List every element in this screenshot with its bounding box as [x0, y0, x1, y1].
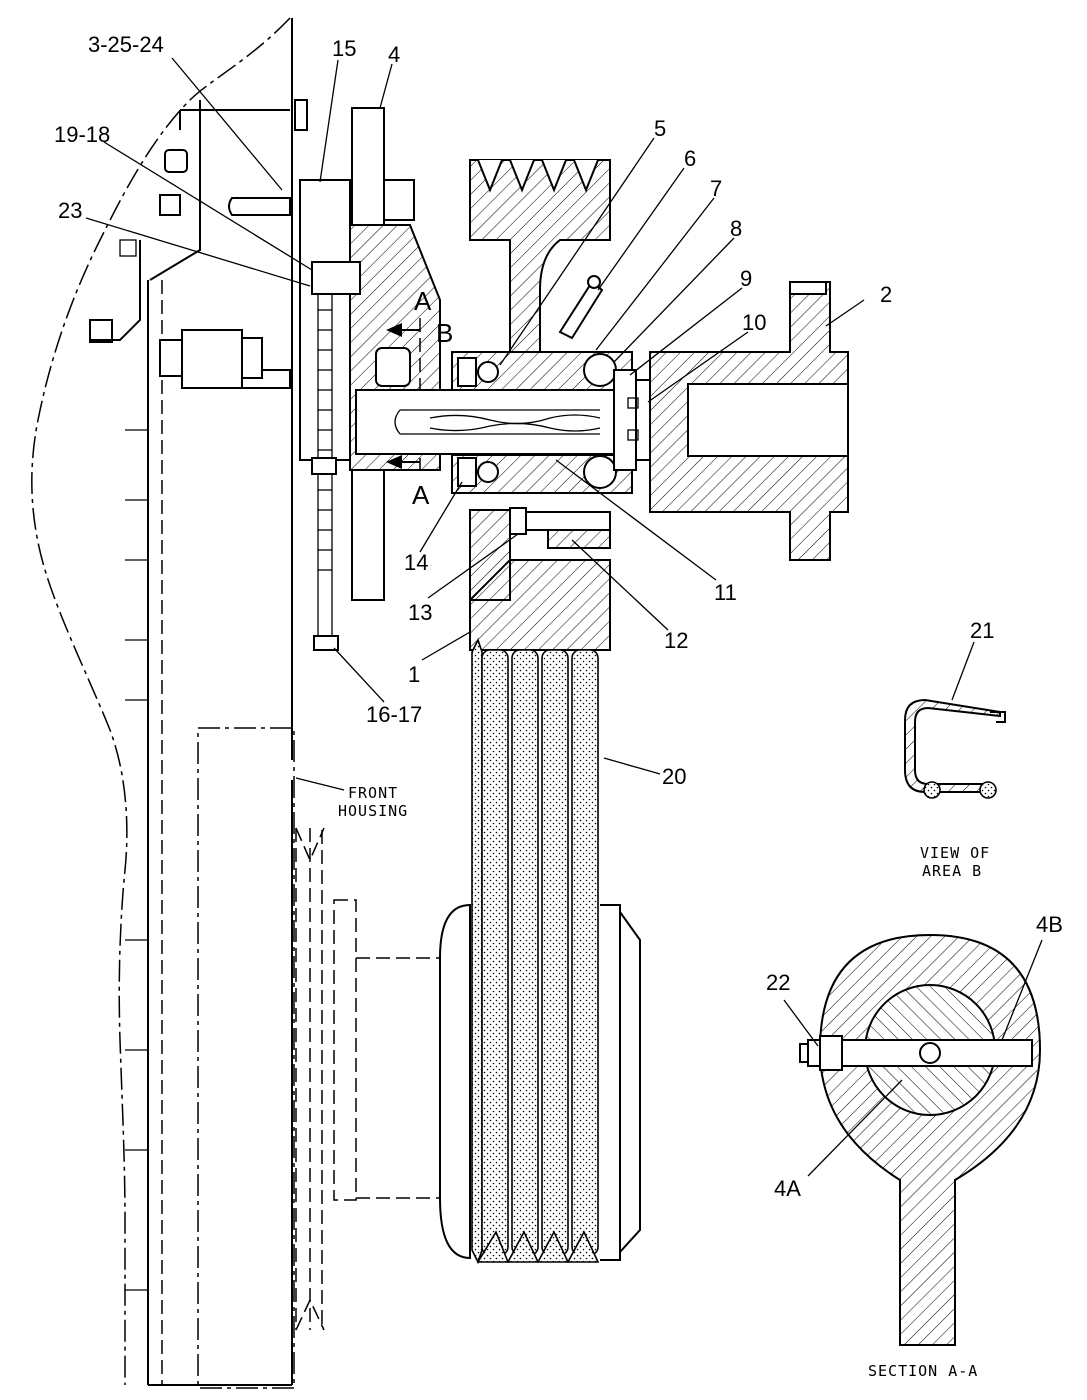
callout-16-17: 16-17 — [366, 702, 422, 727]
callout-labels: 3-25-24 15 4 19-18 23 5 6 7 8 9 10 2 14 … — [54, 32, 1063, 1201]
front-housing-caption-line2: HOUSING — [338, 802, 408, 820]
callout-21: 21 — [970, 618, 994, 643]
callout-9: 9 — [740, 266, 752, 291]
callout-14: 14 — [404, 550, 428, 575]
callout-4: 4 — [388, 42, 400, 67]
section-letters: A B A — [412, 286, 453, 510]
front-housing-caption-line1: FRONT — [348, 784, 398, 802]
callout-5: 5 — [654, 116, 666, 141]
callout-2: 2 — [880, 282, 892, 307]
view-of-area-b-detail — [904, 698, 1006, 799]
callout-6: 6 — [684, 146, 696, 171]
section-aa-caption: SECTION A-A — [868, 1362, 978, 1380]
view-area-b-caption-line1: VIEW OF — [920, 844, 990, 862]
callout-7: 7 — [710, 176, 722, 201]
callout-1: 1 — [408, 662, 420, 687]
leader-lines — [85, 57, 1043, 1177]
callout-13: 13 — [408, 600, 432, 625]
callout-8: 8 — [730, 216, 742, 241]
section-letter-b: B — [436, 318, 453, 348]
callout-20: 20 — [662, 764, 686, 789]
callout-10: 10 — [742, 310, 766, 335]
callout-15: 15 — [332, 36, 356, 61]
engine-block — [31, 17, 293, 1386]
captions: FRONT HOUSING VIEW OF AREA B SECTION A-A — [338, 784, 990, 1380]
idler-pulley — [355, 159, 651, 651]
section-letter-a-top: A — [414, 286, 432, 316]
view-area-b-caption-line2: AREA B — [922, 862, 982, 880]
v-belts — [471, 637, 600, 1265]
callout-4B: 4B — [1036, 912, 1063, 937]
callout-19-18: 19-18 — [54, 122, 110, 147]
callout-4A: 4A — [774, 1176, 801, 1201]
callout-11: 11 — [714, 580, 737, 605]
callout-3-25-24: 3-25-24 — [88, 32, 164, 57]
fan-hub — [649, 281, 849, 561]
callout-12: 12 — [664, 628, 688, 653]
callout-23: 23 — [58, 198, 82, 223]
section-aa-detail — [799, 933, 1042, 1346]
crankshaft-pulley — [197, 727, 641, 1389]
callout-22: 22 — [766, 970, 790, 995]
section-letter-a-bottom: A — [412, 480, 430, 510]
